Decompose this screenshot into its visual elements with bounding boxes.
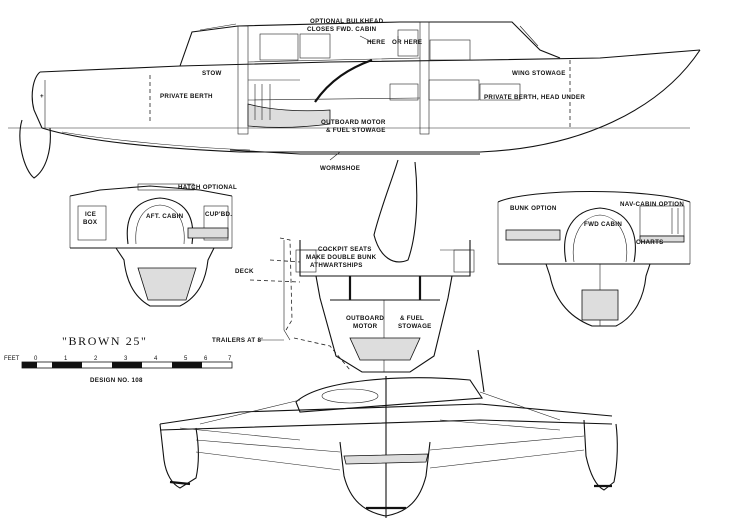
scale-tick: 1: [64, 356, 68, 362]
outboard-label: OUTBOARD: [346, 315, 384, 322]
outboard-motor-profile-label: OUTBOARD MOTOR: [321, 119, 386, 126]
svg-text:+: +: [40, 93, 44, 100]
scale-tick: 3: [124, 356, 128, 362]
scale-tick: 4: [154, 356, 158, 362]
deck-label: DECK: [235, 268, 254, 275]
cockpit-seats-label: COCKPIT SEATS: [318, 246, 372, 253]
box-label: BOX: [83, 219, 98, 226]
aft-cabin-label: AFT. CABIN: [146, 213, 184, 220]
wormshoe-label: WORMSHOE: [320, 165, 360, 172]
closes-fwd-cabin-label: CLOSES FWD. CABIN: [307, 26, 377, 33]
scale-tick: 2: [94, 356, 98, 362]
scale-tick: 5: [184, 356, 188, 362]
cupboard-label: CUP'BD.: [205, 211, 232, 218]
perspective-view-drawing: [159, 349, 618, 518]
design-number: DESIGN NO. 108: [90, 377, 143, 384]
and-fuel-label: & FUEL: [400, 315, 424, 322]
optional-bulkhead-label: OPTIONAL BULKHEAD: [310, 18, 384, 25]
scale-tick: 6: [204, 356, 208, 362]
nav-cabin-option-label: NAV-CABIN OPTION: [620, 201, 684, 208]
charts-label: CHARTS: [636, 239, 664, 246]
design-title: "BROWN 25": [62, 334, 147, 348]
aft-section-drawing: HATCH OPTIONAL ICE BOX AFT. CABIN CUP'BD…: [69, 183, 237, 307]
private-berth-head-under-label: PRIVATE BERTH, HEAD UNDER: [484, 94, 585, 101]
scale-tick: 0: [34, 356, 38, 362]
or-here-label: OR HERE: [392, 39, 422, 46]
ice-label: ICE: [85, 211, 96, 218]
fwd-cabin-label: FWD CABIN: [584, 221, 622, 228]
scale-bar: FEET 0 1 2 3 4 5 6 7: [4, 356, 233, 369]
fuel-stowage-profile-label: & FUEL STOWAGE: [326, 127, 386, 134]
hatch-optional-label: HATCH OPTIONAL: [178, 184, 237, 191]
private-berth-aft-label: PRIVATE BERTH: [160, 93, 213, 100]
bunk-option-label: BUNK OPTION: [510, 205, 557, 212]
keel-outline: [373, 159, 418, 263]
side-profile-drawing: + OPTIONAL BULKHEAD CLOSES FWD. CABIN HE…: [8, 18, 701, 179]
scale-unit: FEET: [4, 356, 20, 362]
scale-tick: 7: [228, 356, 232, 362]
make-double-bunk-label: MAKE DOUBLE BUNK: [306, 254, 377, 261]
stowage-label: STOWAGE: [398, 323, 432, 330]
athwartships-label: ATHWARTSHIPS: [310, 262, 363, 269]
wing-stowage-label: WING STOWAGE: [512, 70, 566, 77]
trailers-at-label: TRAILERS AT 8': [212, 337, 263, 344]
forward-section-drawing: BUNK OPTION NAV-CABIN OPTION FWD CABIN C…: [497, 190, 691, 327]
stow-label: STOW: [202, 70, 222, 77]
here-label: HERE: [367, 39, 385, 46]
motor-label: MOTOR: [353, 323, 378, 330]
title-block: "BROWN 25" FEET 0 1 2 3 4 5 6 7 DESIGN N…: [4, 334, 233, 384]
midship-section-drawing: COCKPIT SEATS MAKE DOUBLE BUNK ATHWARTSH…: [212, 237, 475, 373]
